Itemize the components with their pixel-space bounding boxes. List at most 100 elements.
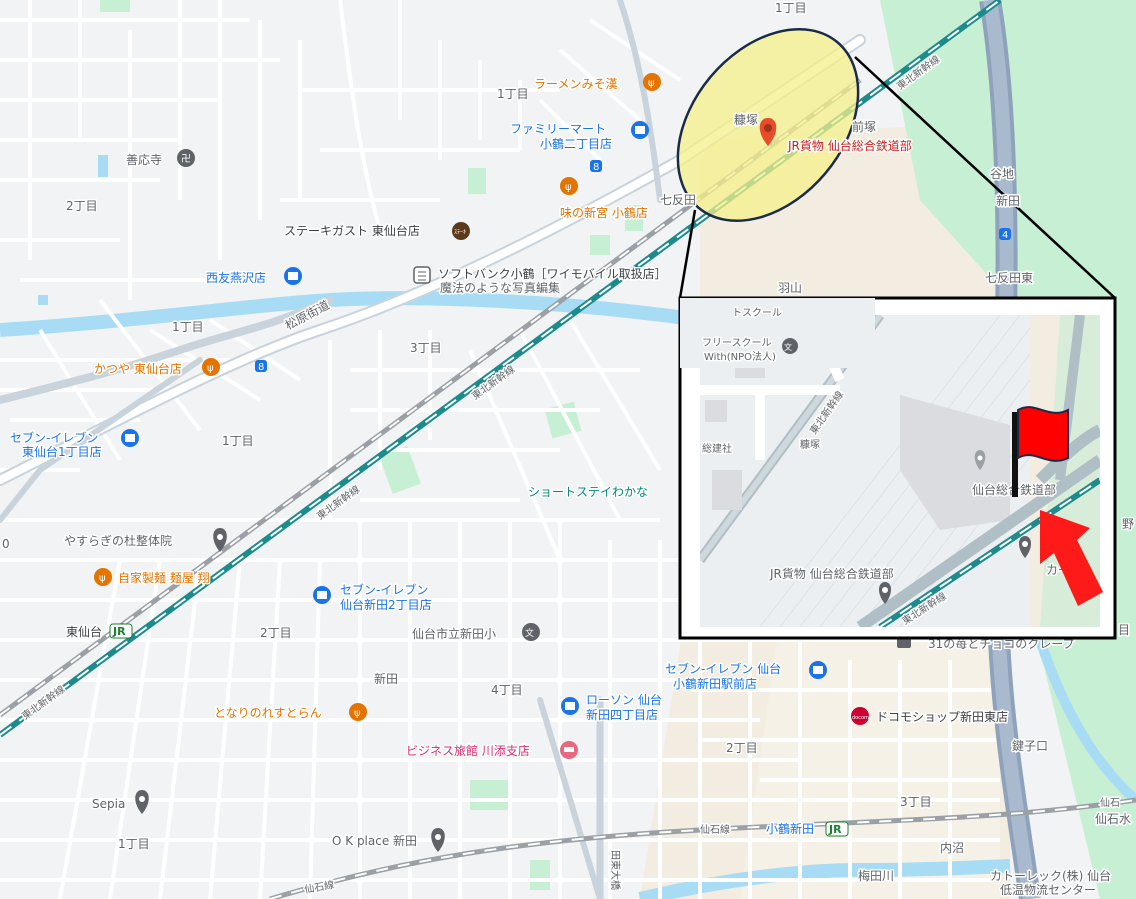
poi-sepia[interactable]: Sepia xyxy=(91,796,127,813)
poi-ramen[interactable]: ラーメンみそ漢 xyxy=(533,76,620,93)
inset-kensetsu: 総建社 xyxy=(702,442,732,455)
park-small-7 xyxy=(590,235,610,255)
callout-line-top xyxy=(854,56,1116,299)
poi-katolec-1[interactable]: カトーレック(株) 仙台 xyxy=(989,867,1113,885)
store-icon[interactable] xyxy=(413,266,431,284)
poi-shinden-school[interactable]: 仙台市立新田小 xyxy=(411,625,498,643)
poi-lawson-1[interactable]: ローソン 仙台 xyxy=(585,691,664,709)
shopping-icon[interactable] xyxy=(284,267,302,285)
poi-business-hotel[interactable]: ビジネス旅館 川添支店 xyxy=(405,742,532,760)
label-chome1-mid: 1丁目 xyxy=(222,434,254,448)
label-chome1-top: 1丁目 xyxy=(775,1,807,15)
restaurant-icon[interactable]: ψ xyxy=(643,73,661,91)
poi-yasuragi[interactable]: やすらぎの杜整体院 xyxy=(63,532,174,550)
poi-softbank-1[interactable]: ソフトバンク小鶴［ワイモバイル取扱店］ xyxy=(437,265,669,283)
major-roads xyxy=(0,0,866,899)
jr-freight-pin-icon[interactable] xyxy=(759,118,777,146)
label-hayama: 羽山 xyxy=(778,281,802,295)
poi-docomo[interactable]: ドコモショップ新田東店 xyxy=(875,708,1010,726)
route-8-shield-icon-2: 8 xyxy=(590,160,602,173)
restaurant-icon[interactable]: ψ xyxy=(349,703,367,721)
svg-text:JR: JR xyxy=(112,625,126,638)
poi-lawson-2[interactable]: 新田四丁目店 xyxy=(585,706,660,724)
poi-familymart-2[interactable]: 小鶴二丁目店 xyxy=(539,135,614,153)
svg-text:ｽﾃｰｷ: ｽﾃｰｷ xyxy=(454,229,466,236)
jr-station-icon[interactable]: JR xyxy=(825,821,849,837)
poi-tonarino[interactable]: となりのれすとらん xyxy=(213,705,324,722)
convenience-store-icon[interactable] xyxy=(121,429,139,447)
poi-zennoji[interactable]: 善応寺 xyxy=(125,151,164,169)
convenience-store-icon[interactable] xyxy=(631,121,649,139)
poi-familymart-1[interactable]: ファミリーマート xyxy=(509,121,608,138)
hotel-icon[interactable] xyxy=(560,741,578,759)
poi-seven-kozuru-1[interactable]: セブン-イレブン 仙台 xyxy=(664,660,783,678)
school-icon[interactable]: 文 xyxy=(522,623,540,641)
poi-katolec-2[interactable]: 低温物流センター xyxy=(999,882,1098,899)
location-pin-icon[interactable] xyxy=(431,828,445,852)
svg-text:ψ: ψ xyxy=(207,363,214,374)
label-chome4: 4丁目 xyxy=(491,683,523,697)
park-small-4 xyxy=(379,446,421,494)
poi-jikasei-men[interactable]: 自家製麺 麺屋 翔 xyxy=(117,569,212,587)
convenience-store-icon[interactable] xyxy=(809,661,827,679)
school-icon: 文 xyxy=(782,338,798,354)
label-senseki-right: 仙石 xyxy=(1100,796,1120,809)
flag-marker-icon xyxy=(1012,406,1069,497)
poi-seven-higashi-1[interactable]: セブン-イレブン xyxy=(9,429,100,447)
pond-1 xyxy=(98,155,108,177)
label-chome3-right: 3丁目 xyxy=(900,795,932,809)
svg-text:ψ: ψ xyxy=(565,182,572,193)
station-kozurushinden[interactable]: 小鶴新田 xyxy=(765,820,816,838)
restaurant-icon[interactable]: ψ xyxy=(202,358,220,376)
svg-text:文: 文 xyxy=(784,342,792,352)
poi-seven-kozuru-2[interactable]: 小鶴新田駅前店 xyxy=(672,675,759,693)
label-chome1-bottom: 1丁目 xyxy=(118,837,150,851)
convenience-store-icon[interactable] xyxy=(313,586,331,604)
poi-okplace[interactable]: O K place 新田 xyxy=(331,832,419,850)
jr-station-icon[interactable]: JR xyxy=(109,623,133,639)
restaurant-icon[interactable]: ψ xyxy=(94,568,112,586)
poi-seiyu[interactable]: 西友燕沢店 xyxy=(205,270,268,287)
poi-katsuya[interactable]: かつや 東仙台店 xyxy=(93,360,184,378)
poi-steak-gusto[interactable]: ステーキガスト 東仙台店 xyxy=(283,222,422,240)
label-chome2-right: 2丁目 xyxy=(726,741,758,755)
inset-panel: トスクール フリースクール With(NPO法人) 文 総建社 糠塚 東北新幹線… xyxy=(678,296,1117,640)
poi-shortstay[interactable]: ショートステイわかな xyxy=(527,484,650,501)
svg-text:ψ: ψ xyxy=(354,708,361,719)
svg-text:8: 8 xyxy=(593,162,599,173)
poi-softbank-2: 魔法のような写真編集 xyxy=(440,280,560,295)
convenience-store-icon[interactable] xyxy=(561,697,579,715)
label-shinden: 新田 xyxy=(374,671,398,686)
store-icon[interactable] xyxy=(897,638,911,648)
park-small-2 xyxy=(468,168,486,194)
docomo-logo-icon[interactable]: docomo xyxy=(851,707,872,725)
label-chome2-bottom: 2丁目 xyxy=(260,626,292,640)
location-pin-icon[interactable] xyxy=(135,790,149,814)
poi-ajinoshinmiya[interactable]: 味の新宮 小鶴店 xyxy=(559,204,650,222)
location-pin-icon[interactable] xyxy=(213,528,227,552)
poi-seven-shinden-1[interactable]: セブン-イレブン xyxy=(339,581,430,599)
label-uchinuma: 内沼 xyxy=(940,841,964,855)
svg-text:JR: JR xyxy=(828,823,842,836)
park-small-8 xyxy=(625,205,643,231)
temple-icon[interactable]: 卍 xyxy=(177,149,195,167)
poi-jr-freight[interactable]: JR貨物 仙台総合鉄道部 xyxy=(786,137,914,155)
park-small-1 xyxy=(100,0,130,12)
park-small-6 xyxy=(530,860,550,890)
label-kagiko: 鍵子口 xyxy=(1012,738,1048,753)
steak-gusto-logo-icon[interactable]: ｽﾃｰｷ xyxy=(452,222,470,240)
label-umedagawa: 梅田川 xyxy=(858,868,894,883)
poi-crepe[interactable]: 31の苺とチョコのクレープ xyxy=(927,636,1077,653)
station-higashisendai[interactable]: 東仙台 xyxy=(65,623,104,641)
poi-seven-higashi-2[interactable]: 東仙台1丁目店 xyxy=(21,443,104,461)
svg-text:卍: 卍 xyxy=(181,153,191,165)
poi-seven-shinden-2[interactable]: 仙台新田2丁目店 xyxy=(339,596,434,614)
inset-kasuzuka: 糠塚 xyxy=(800,438,820,451)
label-shinden-right: 新田 xyxy=(996,193,1020,208)
park-small-5 xyxy=(470,780,510,810)
svg-text:ψ: ψ xyxy=(99,573,106,584)
rail-senseki xyxy=(269,797,1136,899)
restaurant-icon[interactable]: ψ xyxy=(560,177,578,195)
svg-text:docomo: docomo xyxy=(852,715,872,721)
